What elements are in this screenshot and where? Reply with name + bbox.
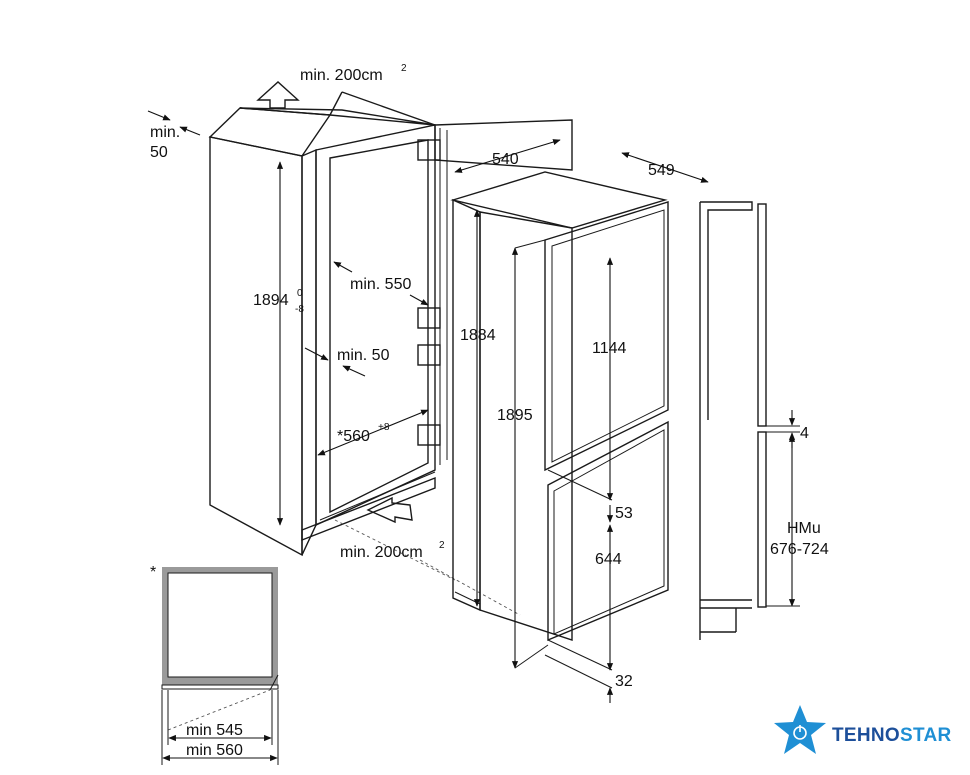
label-rear-gap-val: 50 <box>150 144 168 161</box>
label-niche-width-tol: +8 <box>378 422 390 433</box>
svg-text:TEHNOSTAR: TEHNOSTAR <box>832 725 952 746</box>
label-lower-door: 644 <box>595 551 622 568</box>
dim-hmu <box>766 434 800 607</box>
dim-bottom-gap <box>544 639 614 703</box>
label-door-gap: 53 <box>615 505 633 522</box>
label-niche-depth: min. 550 <box>350 276 411 293</box>
vent-arrow-top <box>256 81 300 109</box>
niche-cabinet <box>208 91 573 557</box>
label-hmu: HMu <box>787 520 821 537</box>
vent-arrow-bottom <box>366 496 413 524</box>
label-niche-width: *560 <box>337 428 370 445</box>
dim-upper-door <box>547 257 614 501</box>
label-niche-height-tol-upper: 0 <box>297 288 303 299</box>
dim-appliance-width <box>454 139 561 173</box>
label-vent-bottom-sup: 2 <box>439 540 445 551</box>
dim-side-gap <box>304 347 366 377</box>
label-niche-height: 1894 <box>253 292 289 309</box>
logo-text-star: STAR <box>900 725 952 746</box>
footnote-detail <box>161 567 279 765</box>
hinge-set-niche <box>417 139 441 446</box>
label-upper-door: 1144 <box>592 340 627 357</box>
label-side-gap: min. 50 <box>337 347 390 364</box>
label-vent-bottom: min. 200cm <box>340 544 423 561</box>
dim-appliance-depth <box>621 152 709 183</box>
dim-niche-depth <box>333 261 429 306</box>
label-appliance-height: 1884 <box>460 327 496 344</box>
label-hmu-range: 676-724 <box>770 541 829 558</box>
logo-text-tehno: TEHNO <box>832 725 900 746</box>
tehnostar-logo: TEHNOSTAR <box>774 705 952 754</box>
appliance-body <box>450 171 669 642</box>
furniture-side-profile <box>699 201 767 640</box>
label-furniture-gap: 4 <box>800 425 809 442</box>
label-appliance-width: 540 <box>492 151 519 168</box>
label-footnote-mark: * <box>150 564 156 581</box>
dim-niche-width <box>317 409 429 456</box>
label-vent-top-sup: 2 <box>401 63 407 74</box>
label-min-545: min 545 <box>186 722 243 739</box>
dim-overall-height <box>511 239 549 669</box>
dim-furniture-gap <box>762 410 800 448</box>
label-niche-height-tol-lower: -8 <box>295 304 304 315</box>
dim-rear-gap <box>147 110 201 136</box>
label-rear-gap-min: min. <box>150 124 180 141</box>
label-vent-top: min. 200cm <box>300 67 383 84</box>
label-bottom-gap: 32 <box>615 673 633 690</box>
label-appliance-depth: 549 <box>648 162 675 179</box>
label-min-560: min 560 <box>186 742 243 759</box>
label-overall-height: 1895 <box>497 407 533 424</box>
